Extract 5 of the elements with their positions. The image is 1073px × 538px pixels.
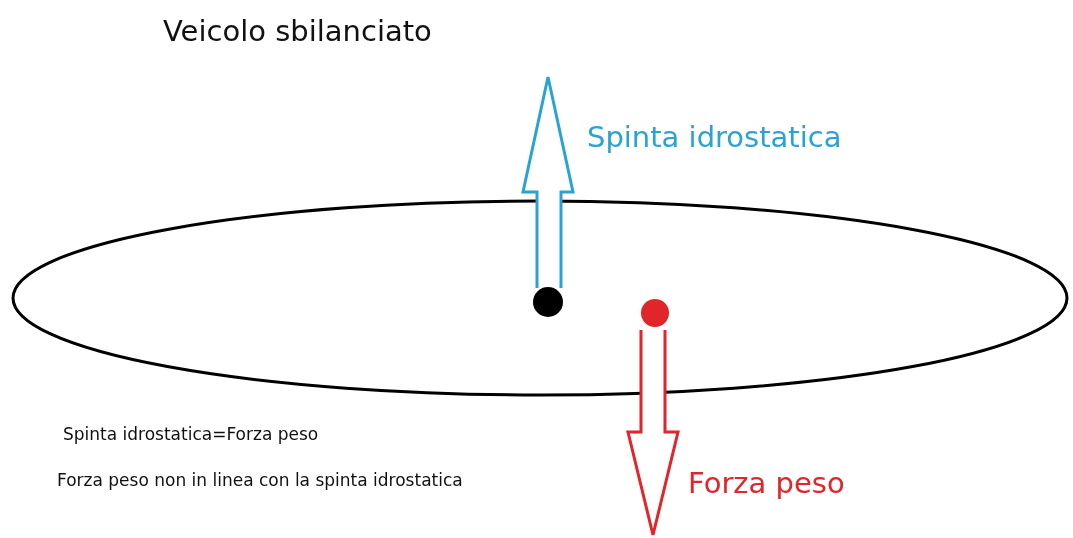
force-label: Forza peso [688,466,845,500]
note-text: Spinta idrostatica=Forza peso [63,424,319,444]
title: Veicolo sbilanciato [163,14,432,48]
note-text: Forza peso non in linea con la spinta idrostatica [57,470,463,490]
force-label: Spinta idrostatica [587,120,842,154]
